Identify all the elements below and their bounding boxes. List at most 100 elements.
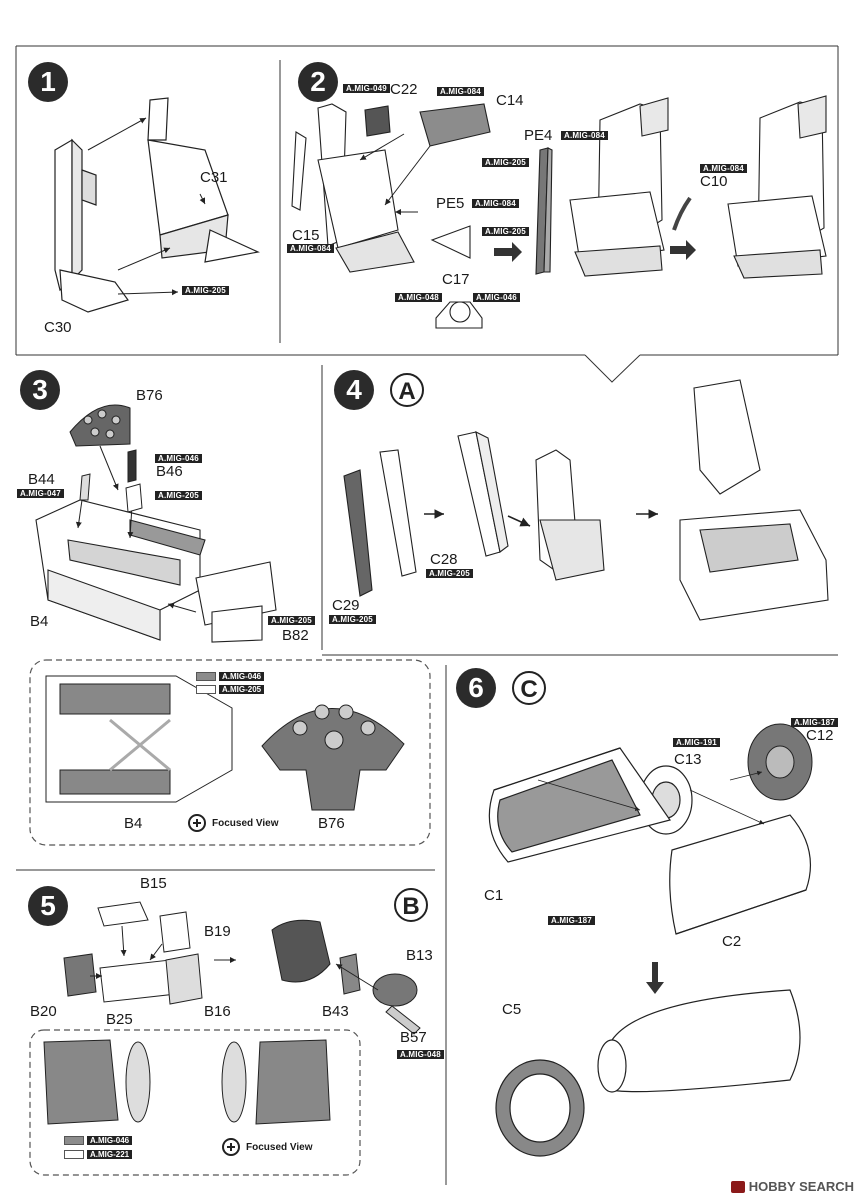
paint-tag-c10: A.MIG-084: [700, 164, 747, 173]
step-letter-b: B: [394, 888, 428, 922]
focused1-legend-light: A.MIG-205: [196, 684, 265, 695]
step4-seat: [535, 449, 605, 581]
paint-tag-c12: A.MIG-187: [791, 718, 838, 727]
focused1-view-label: Focused View: [212, 817, 279, 829]
part-label-c22: C22: [390, 81, 418, 98]
step1-seat-rails: [54, 97, 260, 313]
legend-tag-light-2: A.MIG-221: [87, 1150, 133, 1159]
step2-flow-arrows: [494, 240, 696, 262]
focused1-caption-b76: B76: [318, 815, 345, 832]
paint-tag-pe5: A.MIG-084: [472, 199, 519, 208]
watermark: HOBBY SEARCH: [730, 1179, 854, 1194]
paint-tag-c17a: A.MIG-048: [395, 293, 442, 302]
part-label-b19: B19: [204, 923, 231, 940]
step3-tub: [35, 499, 277, 643]
step3-panel-b76: [69, 404, 131, 447]
part-label-b82: B82: [282, 627, 309, 644]
swatch-light-2: [64, 1150, 84, 1159]
paint-tag-c15: A.MIG-084: [287, 244, 334, 253]
legend-tag-dark: A.MIG-046: [219, 672, 265, 681]
focused1-b4-floor: [45, 675, 233, 803]
step-number-2: 2: [298, 62, 338, 102]
paint-tag-pe4: A.MIG-084: [561, 131, 608, 140]
step2-seat: [291, 103, 491, 329]
step-number-4: 4: [334, 370, 374, 410]
paint-tag-c13: A.MIG-191: [673, 738, 720, 747]
part-label-c10: C10: [700, 173, 728, 190]
part-label-b46: B46: [156, 463, 183, 480]
step6-down-arrow: [646, 962, 664, 994]
paint-tag-b44: A.MIG-047: [17, 489, 64, 498]
swatch-dark-2: [64, 1136, 84, 1145]
paint-tag-b46b: A.MIG-205: [155, 491, 202, 500]
step6-c2-half: [669, 814, 812, 935]
paint-tag-mid: A.MIG-205: [482, 227, 529, 236]
hobby-search-logo-icon: [730, 1180, 745, 1193]
part-label-c5: C5: [502, 1001, 522, 1018]
part-label-b4: B4: [30, 613, 49, 630]
part-label-c12: C12: [806, 727, 834, 744]
part-label-b16: B16: [204, 1003, 231, 1020]
step-number-5: 5: [28, 886, 68, 926]
part-label-b57: B57: [400, 1029, 427, 1046]
magnifier-plus-icon-2: [222, 1138, 240, 1156]
part-label-b43: B43: [322, 1003, 349, 1020]
paint-tag-c1c2: A.MIG-187: [548, 916, 595, 925]
step2-arrows: [359, 133, 431, 215]
step6-guides: [537, 770, 765, 825]
part-label-c14: C14: [496, 92, 524, 109]
part-label-c1: C1: [484, 887, 504, 904]
part-label-c31: C31: [200, 169, 228, 186]
focused1-legend-dark: A.MIG-046: [196, 671, 265, 682]
step-number-3: 3: [20, 370, 60, 410]
step-number-1: 1: [28, 62, 68, 102]
step3-small-parts: [79, 449, 143, 513]
step1-arrows: [87, 117, 206, 296]
paint-tag-c29: A.MIG-205: [329, 615, 376, 624]
swatch-dark: [196, 672, 216, 681]
part-label-b76: B76: [136, 387, 163, 404]
panel-borders: [15, 45, 839, 1185]
step2-pe4-rail: [535, 147, 553, 275]
step5-arrows: [90, 925, 379, 991]
part-label-c17: C17: [442, 271, 470, 288]
swatch-light: [196, 685, 216, 694]
step4-flow-arrows: [424, 509, 658, 527]
part-label-b44: B44: [28, 471, 55, 488]
paint-tag-b82: A.MIG-205: [268, 616, 315, 625]
step6-c12: [747, 723, 813, 801]
part-label-c30: C30: [44, 319, 72, 336]
part-label-b20: B20: [30, 1003, 57, 1020]
legend-tag-dark-2: A.MIG-046: [87, 1136, 133, 1145]
step-letter-c: C: [512, 671, 546, 705]
step-letter-a: A: [390, 373, 424, 407]
paint-tag-c30: A.MIG-205: [182, 286, 229, 295]
step-number-6: 6: [456, 668, 496, 708]
part-label-c28: C28: [430, 551, 458, 568]
paint-tag-b57: A.MIG-048: [397, 1050, 444, 1059]
step6-c1-half: [488, 747, 671, 863]
focused2-view-label: Focused View: [246, 1141, 313, 1153]
part-label-b13: B13: [406, 947, 433, 964]
part-label-c29: C29: [332, 597, 360, 614]
paint-tag-c17b: A.MIG-046: [473, 293, 520, 302]
paint-tag-b46a: A.MIG-046: [155, 454, 202, 463]
step4-rails: [343, 431, 509, 597]
focused2-parts: [43, 1039, 331, 1125]
part-label-pe4: PE4: [524, 127, 553, 144]
step4-assembly: [679, 379, 829, 621]
focused2-legend-dark: A.MIG-046: [64, 1135, 133, 1146]
paint-tag-c22: A.MIG-049: [343, 84, 390, 93]
part-label-b25: B25: [106, 1011, 133, 1028]
paint-tag-c14: A.MIG-084: [437, 87, 484, 96]
step5-parts: [63, 901, 421, 1035]
part-label-pe5: PE5: [436, 195, 465, 212]
part-label-c2: C2: [722, 933, 742, 950]
focused1-view-indicator: Focused View: [188, 814, 279, 832]
legend-tag-light: A.MIG-205: [219, 685, 265, 694]
focus-frames: [29, 659, 431, 1176]
part-label-c15: C15: [292, 227, 320, 244]
focused2-legend-light: A.MIG-221: [64, 1149, 133, 1160]
